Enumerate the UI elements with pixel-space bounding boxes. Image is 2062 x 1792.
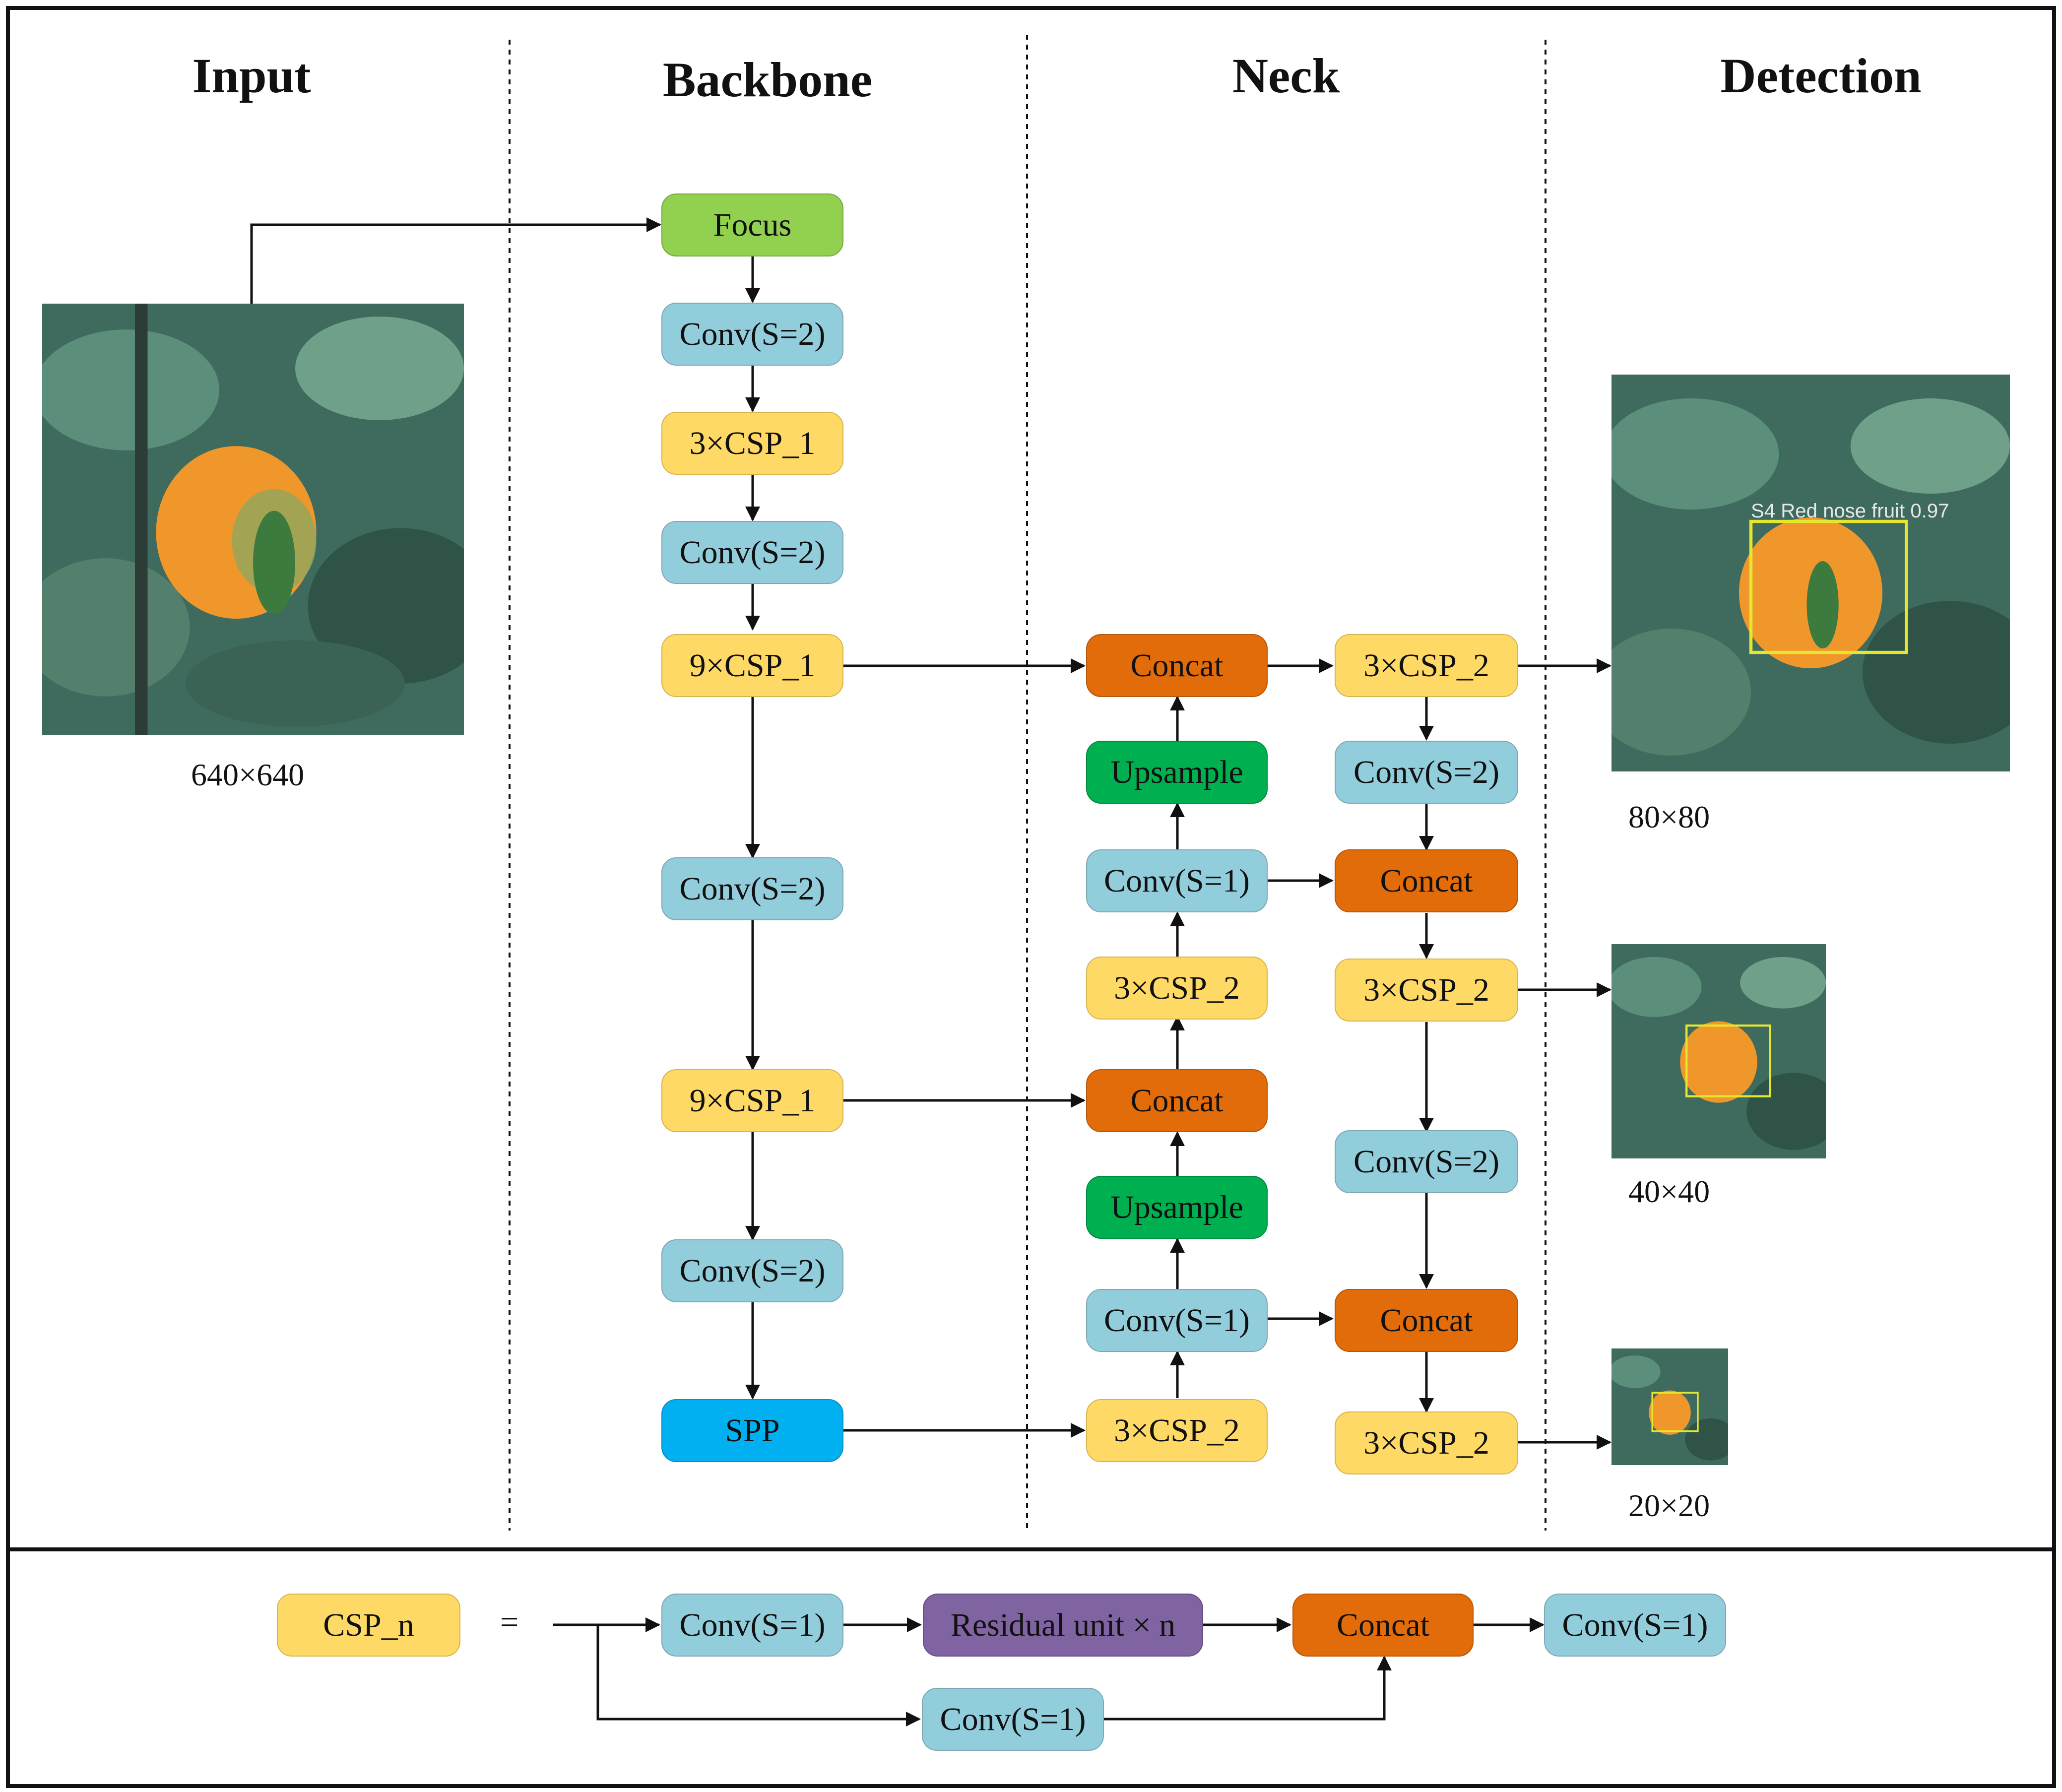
detection-image-20 bbox=[1611, 1348, 1728, 1465]
legend-conv-out: Conv(S=1) bbox=[1544, 1594, 1726, 1657]
neck-out-csp-1: 3×CSP_2 bbox=[1335, 634, 1518, 697]
detection-image-40 bbox=[1611, 944, 1826, 1158]
neck-out-conv-1: Conv(S=2) bbox=[1335, 741, 1518, 804]
detection-size-40: 40×40 bbox=[1628, 1174, 1710, 1209]
spp-block: SPP bbox=[661, 1399, 843, 1462]
backbone-conv-4: Conv(S=2) bbox=[661, 1239, 843, 1302]
header-backbone: Backbone bbox=[662, 52, 873, 107]
backbone-conv-1: Conv(S=2) bbox=[661, 303, 843, 366]
backbone-csp-3: 9×CSP_1 bbox=[661, 1069, 843, 1132]
backbone-conv-2: Conv(S=2) bbox=[661, 521, 843, 584]
input-size-label: 640×640 bbox=[191, 757, 305, 792]
neck-concat-a: Concat bbox=[1086, 634, 1268, 697]
neck-concat-b: Concat bbox=[1086, 1069, 1268, 1132]
backbone-conv-3: Conv(S=2) bbox=[661, 857, 843, 920]
neck-upsample-a: Upsample bbox=[1086, 741, 1268, 804]
neck-csp-a: 3×CSP_2 bbox=[1086, 957, 1268, 1020]
header-input: Input bbox=[192, 48, 311, 103]
detection-label-80: S4 Red nose fruit 0.97 bbox=[1751, 500, 1949, 522]
header-neck: Neck bbox=[1232, 48, 1340, 103]
legend-conv-bottom: Conv(S=1) bbox=[922, 1688, 1104, 1751]
legend-csp-n: CSP_n bbox=[277, 1594, 460, 1657]
focus-block: Focus bbox=[661, 193, 843, 256]
input-image bbox=[42, 304, 464, 735]
neck-out-csp-2: 3×CSP_2 bbox=[1335, 959, 1518, 1022]
backbone-csp-1: 3×CSP_1 bbox=[661, 412, 843, 475]
backbone-csp-2: 9×CSP_1 bbox=[661, 634, 843, 697]
neck-conv-a: Conv(S=1) bbox=[1086, 849, 1268, 912]
neck-out-concat-1: Concat bbox=[1335, 849, 1518, 912]
legend-concat: Concat bbox=[1292, 1594, 1474, 1657]
flow-arrows bbox=[250, 217, 1611, 1727]
detection-size-20: 20×20 bbox=[1628, 1488, 1710, 1523]
neck-out-csp-3: 3×CSP_2 bbox=[1335, 1411, 1518, 1474]
legend-panel-frame bbox=[6, 1547, 2056, 1788]
neck-out-concat-2: Concat bbox=[1335, 1289, 1518, 1352]
detection-size-80: 80×80 bbox=[1628, 799, 1710, 834]
section-dividers bbox=[509, 35, 1546, 1531]
legend-conv-top: Conv(S=1) bbox=[661, 1594, 843, 1657]
neck-upsample-b: Upsample bbox=[1086, 1176, 1268, 1239]
neck-csp-b: 3×CSP_2 bbox=[1086, 1399, 1268, 1462]
legend-equals: = bbox=[500, 1604, 519, 1640]
header-detection: Detection bbox=[1720, 48, 1922, 103]
neck-out-conv-2: Conv(S=2) bbox=[1335, 1130, 1518, 1193]
neck-conv-b: Conv(S=1) bbox=[1086, 1289, 1268, 1352]
detection-image-80: S4 Red nose fruit 0.97 bbox=[1611, 375, 2010, 771]
legend-residual-unit: Residual unit × n bbox=[923, 1594, 1203, 1657]
